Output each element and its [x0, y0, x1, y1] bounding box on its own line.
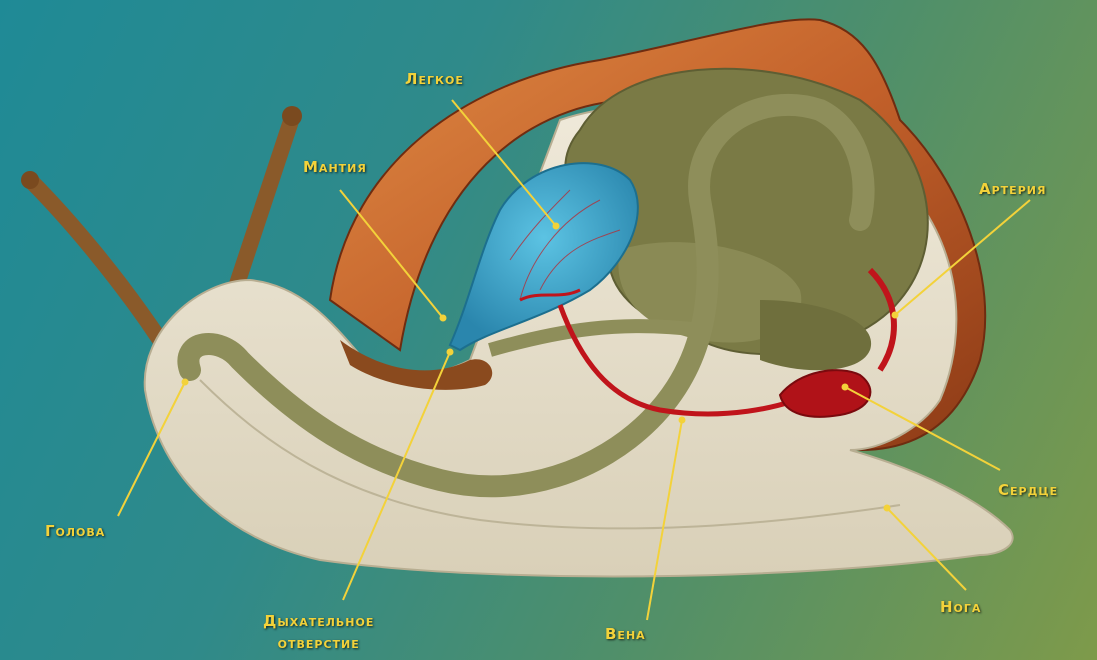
label-artery: Артерия	[979, 180, 1046, 198]
label-head: Голова	[45, 522, 105, 540]
label-foot: Нога	[940, 598, 981, 616]
label-breathing-hole-line2: отверстие	[263, 632, 374, 654]
label-lung: Легкое	[405, 70, 464, 88]
label-breathing-hole: Дыхательное отверстие	[263, 610, 374, 654]
label-vein: Вена	[605, 625, 646, 643]
label-breathing-hole-line1: Дыхательное	[263, 610, 374, 632]
label-heart: Сердце	[998, 481, 1058, 499]
label-mantle: Мантия	[303, 158, 367, 176]
